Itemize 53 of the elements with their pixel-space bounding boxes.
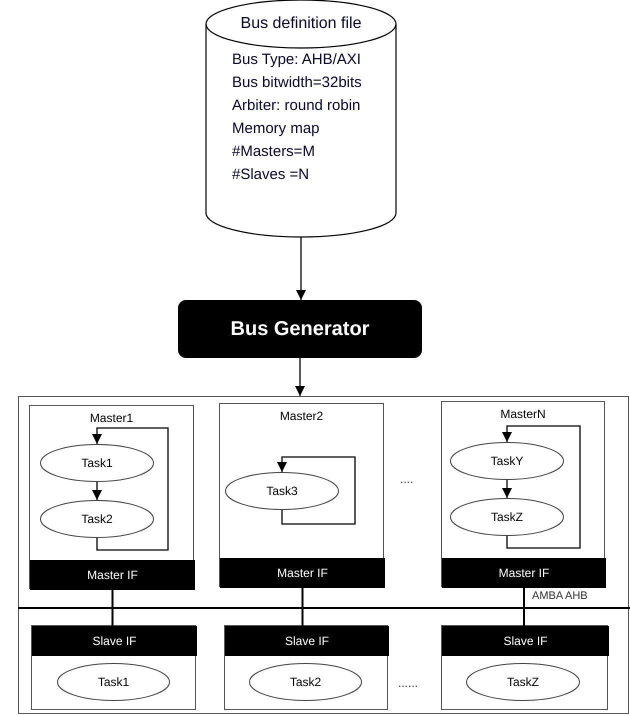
generator-box — [178, 300, 422, 358]
task-ellipse — [225, 472, 339, 510]
interface-label: Master IF — [87, 568, 138, 582]
loop-arrow — [92, 427, 169, 551]
task-ellipse — [466, 663, 580, 701]
slave-box — [31, 625, 196, 710]
ellipsis-text: ...... — [398, 676, 418, 690]
master-label: Master2 — [280, 409, 324, 423]
task-ellipse — [249, 663, 362, 701]
arrow — [295, 358, 305, 396]
connector-line — [523, 588, 525, 626]
arrow — [296, 237, 306, 300]
loop-arrow — [277, 456, 356, 525]
interface-bar — [220, 558, 385, 588]
interface-label: Slave IF — [503, 634, 548, 648]
task-label: Task2 — [81, 512, 113, 526]
generator-label: Bus Generator — [230, 318, 370, 340]
task-ellipse — [57, 663, 170, 701]
task-ellipse — [450, 498, 564, 536]
task-label: TaskZ — [490, 510, 523, 524]
slave-box — [224, 625, 388, 710]
interface-bar — [225, 626, 389, 656]
task-label: TaskZ — [506, 675, 539, 689]
connector-line — [302, 588, 304, 626]
task-label: TaskY — [490, 454, 524, 468]
task-label: Task1 — [81, 456, 113, 470]
master-label: Master1 — [90, 411, 134, 425]
master-label: MasterN — [500, 407, 546, 421]
interface-bar — [30, 560, 195, 590]
task-label: Task1 — [98, 675, 130, 689]
ellipsis-text: .... — [400, 472, 414, 486]
bus-label: AMBA AHB — [532, 590, 588, 602]
arrow — [502, 480, 512, 498]
interface-label: Master IF — [498, 566, 550, 580]
loop-arrow — [502, 425, 581, 549]
interface-bar — [442, 626, 609, 656]
task-label: Task2 — [290, 675, 322, 689]
connector-line — [112, 590, 114, 626]
master-box — [29, 405, 194, 589]
master-box — [219, 403, 384, 587]
master-box — [441, 401, 605, 587]
task-ellipse — [40, 444, 154, 482]
slave-box — [441, 625, 608, 710]
arrow — [92, 482, 102, 500]
interface-bar — [32, 626, 197, 656]
interface-bar — [442, 558, 606, 588]
system-frame — [18, 396, 629, 714]
task-ellipse — [40, 500, 154, 538]
interface-label: Master IF — [277, 566, 328, 580]
interface-label: Slave IF — [92, 634, 136, 648]
task-label: Task3 — [266, 484, 298, 498]
interface-label: Slave IF — [284, 634, 329, 648]
task-ellipse — [450, 442, 564, 480]
